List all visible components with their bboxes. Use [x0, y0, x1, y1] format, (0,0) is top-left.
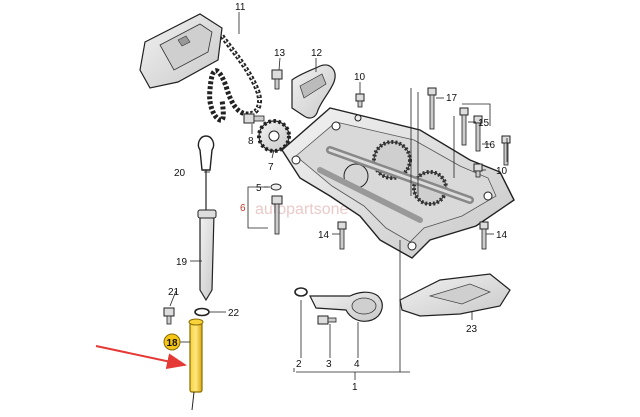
bolt-10-right — [473, 163, 483, 178]
bolt-21 — [163, 307, 175, 325]
callout-1: 1 — [352, 382, 358, 393]
dipstick-handle — [197, 135, 215, 214]
callout-18: 18 — [166, 338, 178, 349]
sleeve-5 — [270, 183, 282, 191]
bolt-14-left — [337, 221, 347, 250]
chain-guide-cover — [139, 13, 223, 89]
callout-13: 13 — [274, 48, 286, 59]
callout-14-left: 14 — [318, 230, 330, 241]
oil-strainer — [309, 291, 383, 322]
callout-4: 4 — [354, 359, 360, 370]
callout-8: 8 — [248, 136, 254, 147]
callout-5: 5 — [256, 183, 262, 194]
watermark-text: autopartsone — [255, 201, 349, 218]
callout-14-right: 14 — [496, 230, 508, 241]
callout-23: 23 — [466, 324, 478, 335]
callout-2: 2 — [296, 359, 302, 370]
callout-16: 16 — [484, 140, 496, 151]
bolt-13 — [271, 69, 283, 90]
bolt-16 — [501, 135, 511, 166]
callout-19: 19 — [176, 257, 188, 268]
callout-12: 12 — [311, 48, 323, 59]
callout-18-badge: 18 — [163, 333, 181, 351]
lower-guide-tube-highlighted — [188, 318, 204, 411]
callout-6: 6 — [240, 203, 246, 214]
callout-11: 11 — [235, 2, 246, 13]
sprocket — [257, 119, 291, 153]
callout-20: 20 — [174, 168, 186, 179]
callout-21: 21 — [168, 287, 180, 298]
bolt-15a — [459, 107, 469, 146]
dipstick-guide-tube — [197, 209, 217, 302]
bolt-14-right — [479, 221, 489, 250]
callout-10-top: 10 — [354, 72, 366, 83]
bolt-3 — [317, 315, 337, 325]
callout-3: 3 — [326, 359, 332, 370]
callout-15: 15 — [478, 118, 490, 129]
callout-7: 7 — [268, 162, 274, 173]
bolt-15b — [473, 115, 483, 152]
o-ring-2 — [294, 287, 308, 297]
callout-10-right: 10 — [496, 166, 508, 177]
chain-tensioner — [291, 64, 336, 119]
bolt-17 — [427, 87, 437, 130]
bolt-8 — [243, 113, 265, 124]
callout-22: 22 — [228, 308, 240, 319]
bolt-6 — [271, 195, 283, 235]
bolt-10-top — [355, 93, 365, 108]
oil-pump-housing — [281, 107, 515, 259]
o-ring-22 — [194, 307, 210, 317]
leader-lines — [169, 12, 508, 380]
baffle-plate — [399, 273, 511, 317]
pointer-arrow — [95, 345, 187, 370]
timing-chain — [207, 34, 263, 123]
callout-17: 17 — [446, 93, 458, 104]
